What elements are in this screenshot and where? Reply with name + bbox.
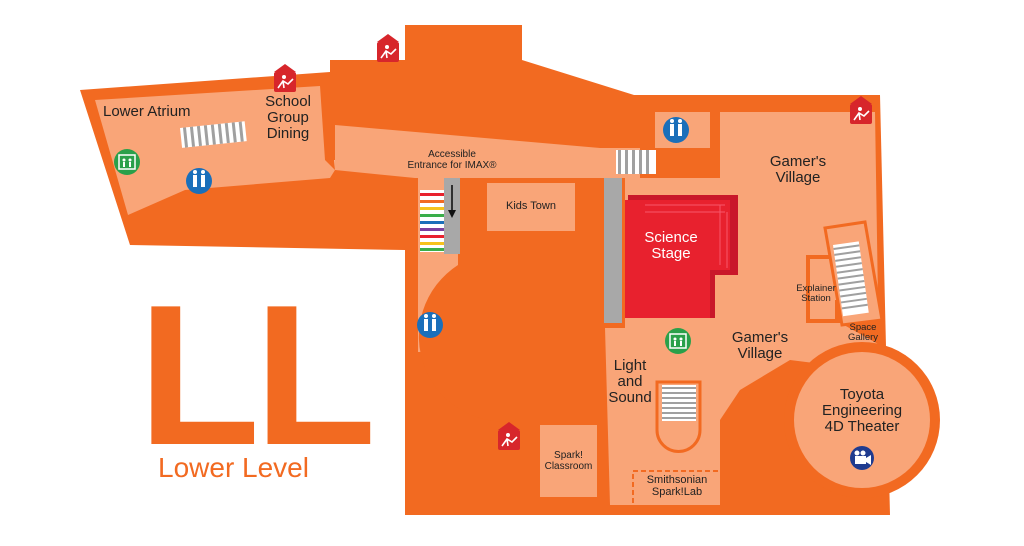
exit-icon: [377, 34, 399, 62]
label-explainer-station: Explainer Station: [796, 283, 836, 304]
stairs-icon: [833, 241, 869, 317]
room-kids-town: Kids Town: [506, 200, 556, 212]
level-code: LL: [138, 264, 376, 487]
room-spark-classroom: Spark! Classroom: [544, 450, 593, 472]
elevator-icon: [114, 149, 140, 175]
exit-icon: [498, 422, 520, 450]
level-name: Lower Level: [158, 452, 309, 483]
restroom-icon: [186, 168, 212, 194]
label-accessible-entrance: Accessible Entrance for IMAX®: [407, 149, 497, 171]
room-lower-atrium: Lower Atrium: [103, 103, 191, 120]
room-school-group-dining: School Group Dining: [265, 93, 311, 142]
label-space-gallery: Space Gallery: [847, 322, 879, 343]
elevator-icon: [665, 328, 691, 354]
stairs-icon: [662, 385, 696, 421]
down-arrow-icon: [448, 185, 456, 218]
room-gamers-village-top: Gamer's Village: [769, 153, 827, 186]
rotunda-wall: [418, 265, 520, 422]
exit-icon: [850, 96, 872, 124]
stairs-icon: [616, 150, 656, 174]
restroom-icon: [417, 312, 443, 338]
room-light-and-sound: Light and Sound: [608, 357, 652, 406]
room-toyota-theater: Toyota Engineering 4D Theater: [821, 386, 903, 435]
room-spark-lab: Smithsonian Spark!Lab: [646, 474, 708, 498]
stairs-icon: [180, 121, 247, 148]
exit-icon: [274, 64, 296, 92]
spark-lab-box: [632, 470, 722, 508]
theater-inner: [794, 352, 930, 488]
escalator-icon: [420, 190, 444, 252]
science-stage-block: [625, 195, 738, 318]
film-camera-icon: [850, 446, 874, 470]
room-gamers-village-mid: Gamer's Village: [731, 329, 789, 362]
room-science-stage: Science Stage: [644, 229, 698, 262]
restroom-icon: [663, 117, 689, 143]
